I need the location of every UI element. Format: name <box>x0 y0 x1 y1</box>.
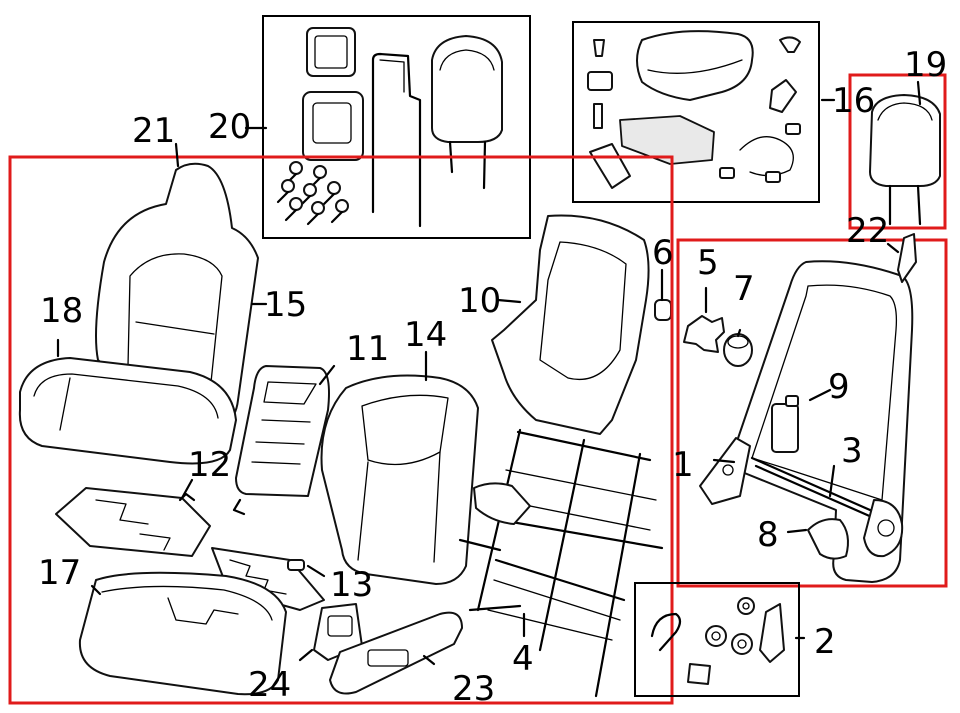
highlight-box-headrest <box>848 73 947 230</box>
highlight-box-frame <box>676 238 948 588</box>
kit-box-2 <box>634 582 800 697</box>
callout-22: 22 <box>846 211 889 251</box>
callout-3: 3 <box>841 431 863 471</box>
callout-13: 13 <box>330 565 373 605</box>
callout-24: 24 <box>248 665 291 705</box>
callout-12: 12 <box>188 445 231 485</box>
side-trim-23 <box>329 611 463 695</box>
callout-2: 2 <box>814 622 836 662</box>
callout-1: 1 <box>672 445 694 485</box>
callout-6: 6 <box>652 233 674 273</box>
highlight-box-seat <box>8 155 674 705</box>
seat-assembly-18 <box>18 162 259 465</box>
callout-21: 21 <box>132 111 175 151</box>
headrest-19 <box>869 80 941 226</box>
callout-14: 14 <box>404 315 447 355</box>
callout-11: 11 <box>346 329 389 369</box>
callout-23: 23 <box>452 669 495 709</box>
seat-back-cover-14 <box>320 374 479 585</box>
callout-15: 15 <box>264 285 307 325</box>
seat-back-frame <box>654 233 917 583</box>
kit-box-20 <box>262 15 531 239</box>
callout-10: 10 <box>458 281 501 321</box>
callout-8: 8 <box>757 515 779 555</box>
callout-labels: 1 2 3 4 5 6 7 8 9 10 11 12 13 14 15 16 1… <box>38 45 947 709</box>
callout-19: 19 <box>904 45 947 85</box>
callout-4: 4 <box>512 639 534 679</box>
callout-18: 18 <box>40 291 83 331</box>
bolt-set-icon <box>276 161 349 226</box>
callout-5: 5 <box>697 243 719 283</box>
seat-cushion-17 <box>78 571 287 696</box>
callout-16: 16 <box>832 81 875 121</box>
callout-20: 20 <box>208 107 251 147</box>
leader-lines <box>56 126 900 666</box>
heater-pad-11 <box>232 365 330 516</box>
heater-pad-12 <box>55 487 211 557</box>
callout-9: 9 <box>828 367 850 407</box>
callout-17: 17 <box>38 553 81 593</box>
back-panel-10 <box>491 214 650 435</box>
callout-7: 7 <box>733 269 755 309</box>
seat-frame-4 <box>458 428 664 698</box>
kit-box-16 <box>572 21 836 203</box>
